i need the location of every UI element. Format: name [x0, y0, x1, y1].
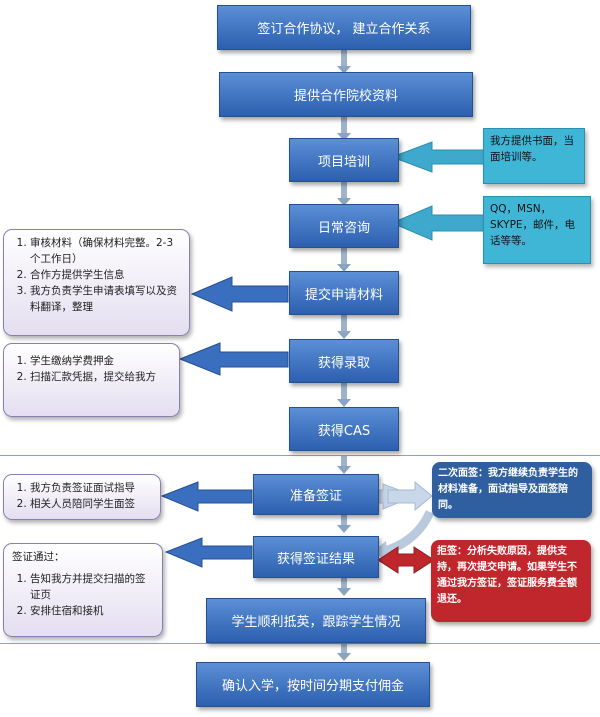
step-visa-result: 获得签证结果	[253, 536, 379, 578]
panel-submit-item: 审核材料（确保材料完整。2-3 个工作日）	[30, 235, 181, 267]
step-sign-agreement: 签订合作协议， 建立合作关系	[217, 5, 471, 50]
step-consulting: 日常咨询	[289, 204, 399, 248]
panel-submit-item: 合作方提供学生信息	[30, 267, 181, 283]
panel-visa-result-title: 签证通过：	[12, 551, 65, 563]
arrow-back-to-result	[378, 510, 435, 557]
arrow-visa-result	[164, 537, 253, 568]
step-training: 项目培训	[289, 138, 399, 182]
step-get-cas: 获得CAS	[289, 407, 399, 451]
panel-visa-item: 我方负责签证面试指导	[30, 480, 152, 496]
panel-offer: 学生缴纳学费押金 扫描汇款凭据，提交给我方	[3, 343, 180, 417]
note-refusal: 拒签：分析失败原因，提供支持，再次提交申请。如果学生不通过我方签证，签证服务费全…	[431, 540, 591, 622]
arrow-consult	[390, 205, 489, 241]
panel-submit-item: 我方负责学生申请表填写以及资料翻译，整理	[30, 283, 181, 315]
arrow-training	[390, 141, 489, 173]
panel-offer-item: 扫描汇款凭据，提交给我方	[30, 369, 171, 385]
section-divider	[0, 455, 600, 456]
step-confirm-enrollment: 确认入学，按时间分期支付佣金	[196, 662, 430, 707]
panel-submit: 审核材料（确保材料完整。2-3 个工作日） 合作方提供学生信息 我方负责学生申请…	[3, 229, 190, 336]
panel-visa-result: 签证通过： 告知我方并提交扫描的签证页 安排住宿和接机	[3, 543, 163, 637]
panel-visa-item: 相关人员陪同学生面签	[30, 496, 152, 512]
section-divider	[0, 643, 600, 644]
step-get-offer: 获得录取	[289, 339, 399, 383]
panel-offer-item: 学生缴纳学费押金	[30, 353, 171, 369]
arrow-submit	[190, 276, 289, 312]
callout-consult: QQ，MSN，SKYPE，邮件，电话等等。	[483, 196, 591, 264]
step-provide-materials: 提供合作院校资料	[219, 72, 473, 117]
arrow-visa	[160, 481, 253, 512]
step-arrive-uk: 学生顺利抵英，跟踪学生情况	[206, 598, 426, 643]
panel-visa-result-item: 告知我方并提交扫描的签证页	[30, 571, 154, 603]
arrow-offer	[178, 342, 289, 376]
panel-visa: 我方负责签证面试指导 相关人员陪同学生面签	[3, 474, 161, 520]
callout-training: 我方提供书面，当面培训等。	[483, 128, 585, 184]
step-prepare-visa: 准备签证	[253, 474, 379, 515]
note-second-interview: 二次面签：我方继续负责学生的材料准备，面试指导及面签陪同。	[432, 462, 592, 518]
step-submit-application: 提交申请材料	[289, 271, 399, 315]
panel-visa-result-item: 安排住宿和接机	[30, 603, 154, 619]
